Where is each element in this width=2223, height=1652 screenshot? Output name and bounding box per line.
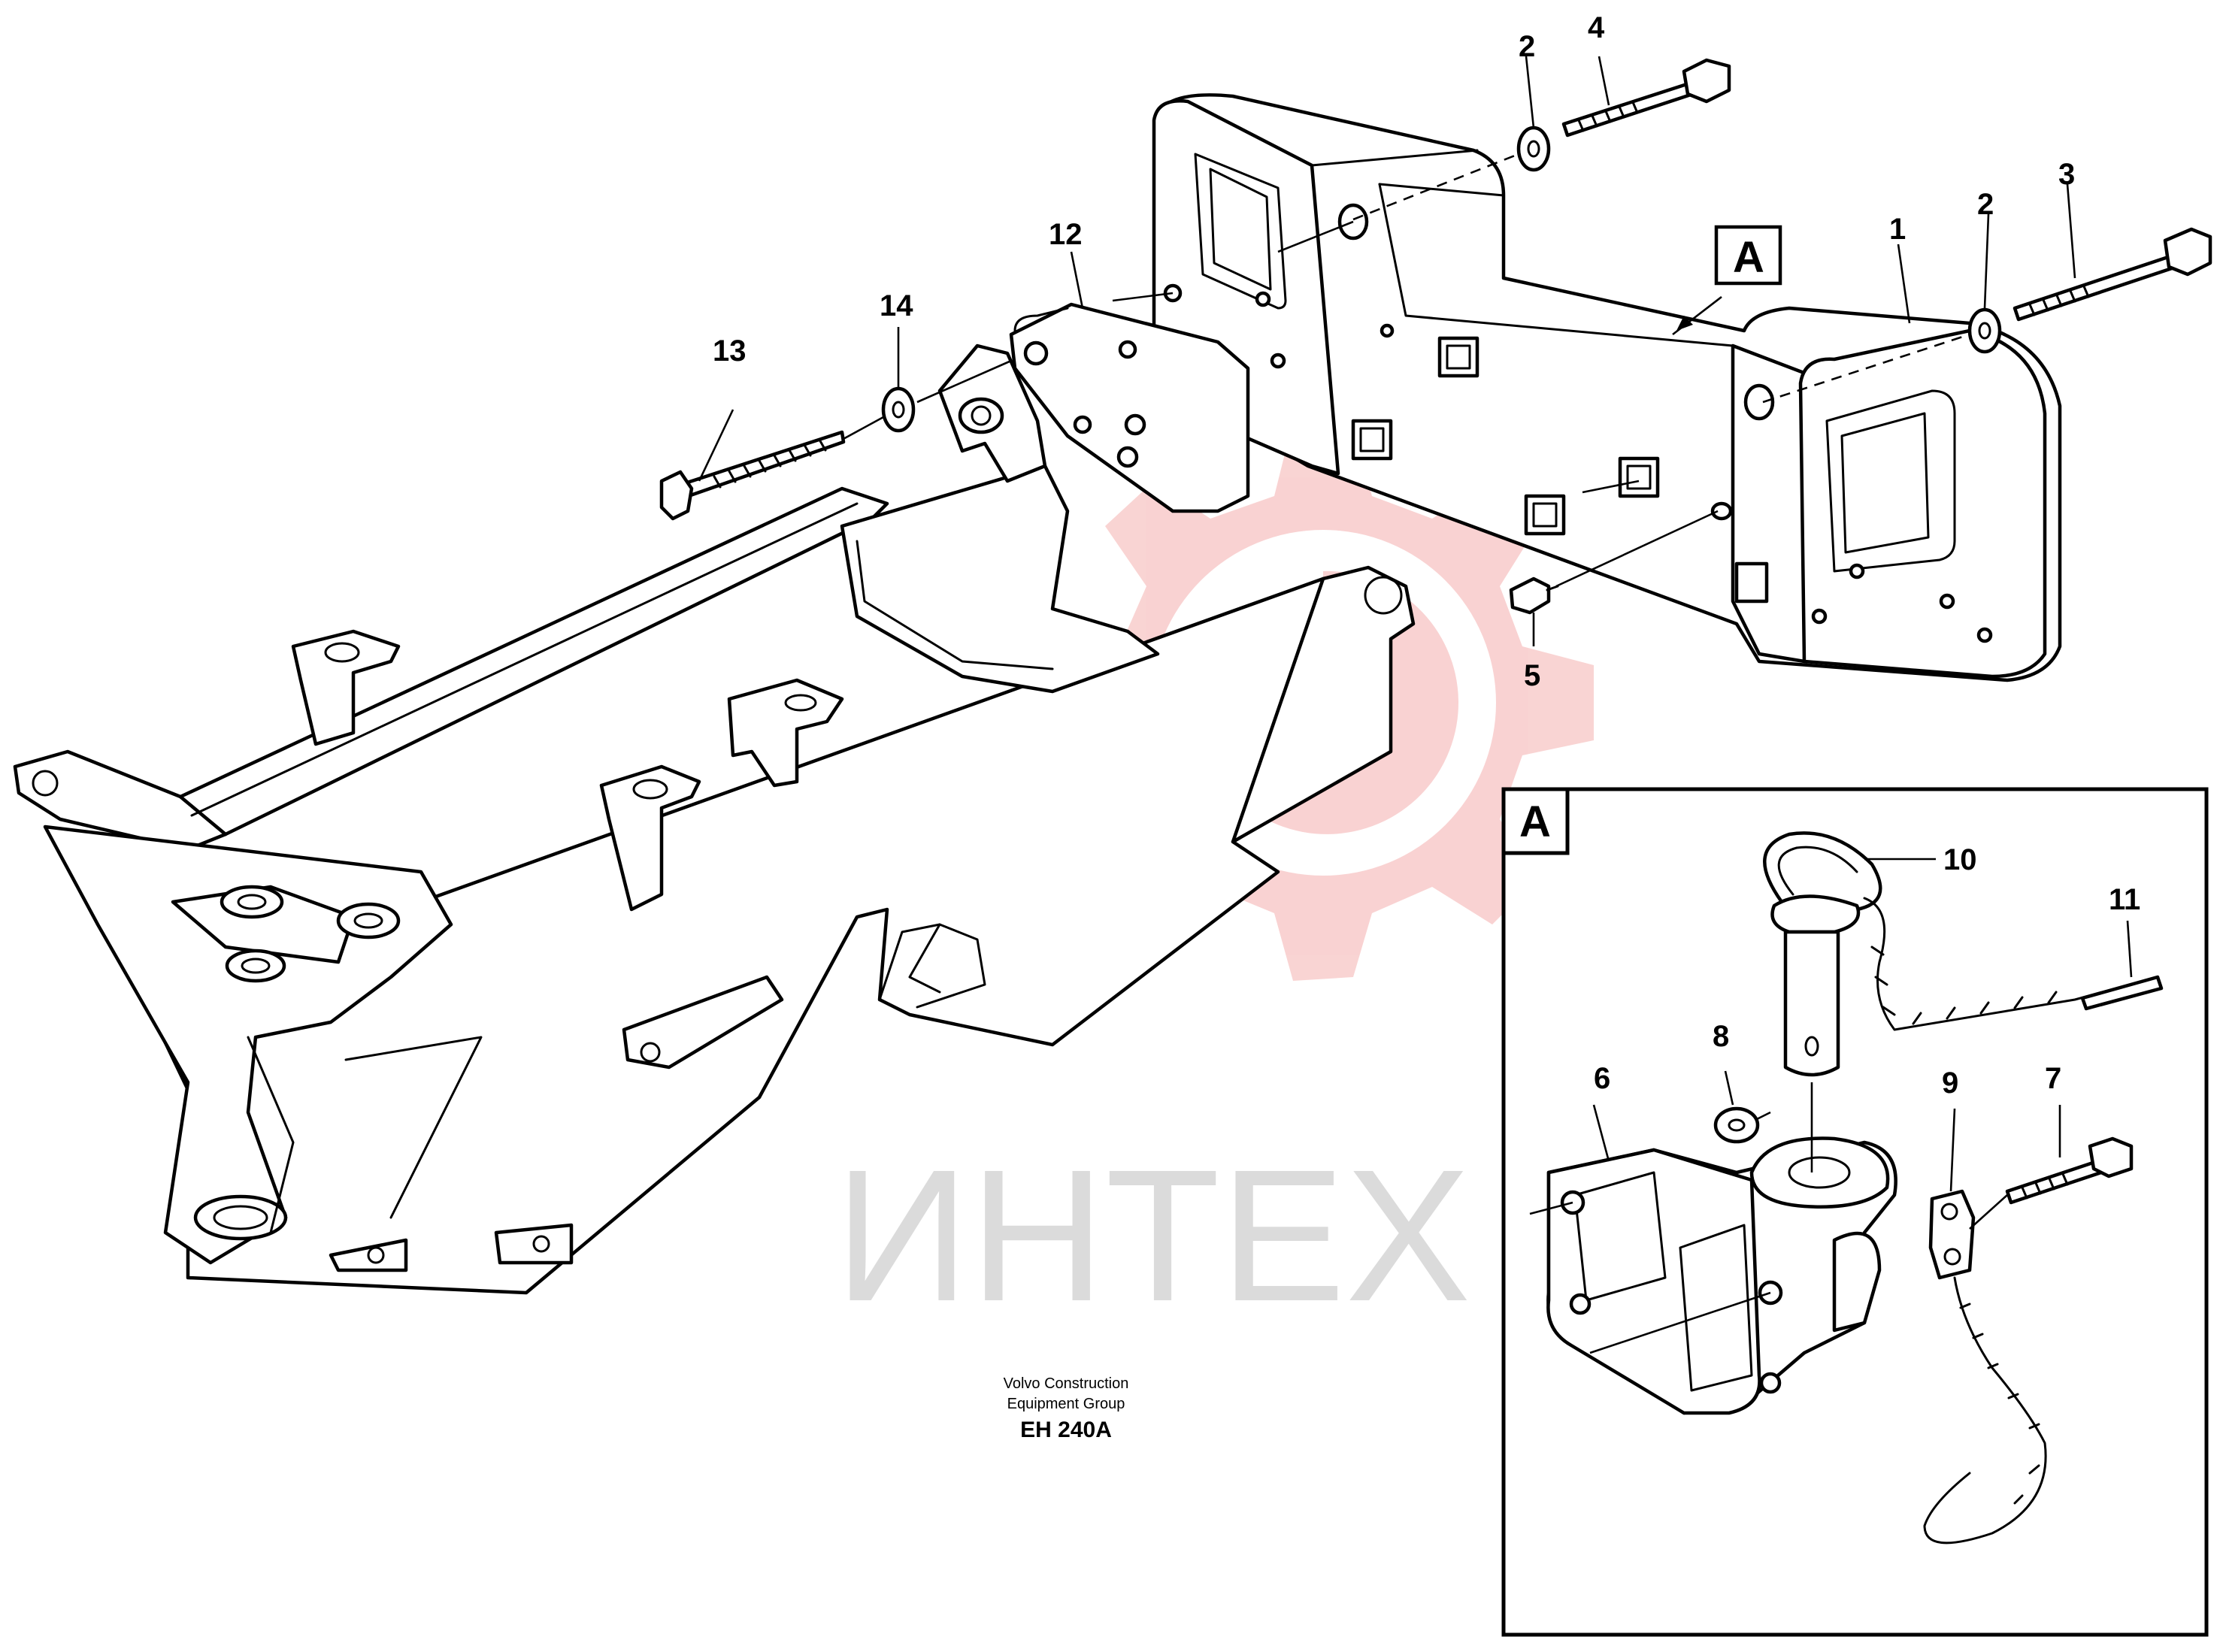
callout-1: 1 bbox=[1889, 213, 1906, 246]
pin-10 bbox=[1763, 831, 1882, 1077]
credits: Volvo Construction Equipment Group EH 24… bbox=[1004, 1375, 1129, 1442]
credit-line-1: Volvo Construction bbox=[1004, 1375, 1129, 1392]
leader-lines bbox=[698, 56, 2076, 646]
washer-2-upper bbox=[1516, 126, 1551, 172]
view-a-letter: A bbox=[1733, 233, 1764, 282]
drawing-code: EH 240A bbox=[1020, 1418, 1112, 1442]
bolt-13 bbox=[659, 430, 846, 521]
inset-detail-a: A bbox=[1501, 787, 2209, 1637]
callout-5: 5 bbox=[1524, 659, 1540, 692]
callout-13: 13 bbox=[713, 334, 747, 368]
callout-12: 12 bbox=[1049, 218, 1083, 251]
clip-9 bbox=[1923, 1189, 2047, 1545]
view-a-tag: A bbox=[1714, 225, 1782, 286]
callout-4: 4 bbox=[1588, 11, 1605, 44]
spacer-plate bbox=[1009, 283, 1250, 513]
credit-line-2: Equipment Group bbox=[1007, 1396, 1125, 1412]
watermark-text: ИНТЕХ bbox=[834, 1130, 1470, 1340]
callout-6: 6 bbox=[1594, 1062, 1610, 1095]
inset-a-letter: A bbox=[1519, 797, 1551, 846]
callout-2-lower: 2 bbox=[1977, 188, 1994, 221]
washer-8 bbox=[1713, 1106, 1771, 1144]
callout-11: 11 bbox=[2109, 883, 2140, 916]
callout-8: 8 bbox=[1713, 1020, 1729, 1053]
callout-3: 3 bbox=[2058, 158, 2075, 191]
callout-9: 9 bbox=[1942, 1067, 1958, 1100]
callout-labels: 1 2 2 3 4 5 12 13 14 bbox=[713, 11, 2075, 692]
inset-callout-labels: 6 7 8 9 10 11 bbox=[1594, 843, 2140, 1100]
callout-10: 10 bbox=[1943, 843, 1977, 876]
chain-11 bbox=[1863, 897, 2164, 1031]
callout-7: 7 bbox=[2045, 1062, 2061, 1095]
callout-14: 14 bbox=[880, 289, 913, 322]
washer-2-lower bbox=[1967, 307, 2002, 354]
plug-5 bbox=[1509, 576, 1559, 615]
bolt-3 bbox=[2013, 227, 2212, 322]
front-frame bbox=[13, 343, 1416, 1295]
callout-2-upper: 2 bbox=[1519, 30, 1535, 63]
coupling-6 bbox=[1546, 1136, 1897, 1415]
bolt-7 bbox=[2005, 1136, 2134, 1205]
bolt-4 bbox=[1561, 58, 1731, 138]
washer-14 bbox=[881, 386, 916, 433]
